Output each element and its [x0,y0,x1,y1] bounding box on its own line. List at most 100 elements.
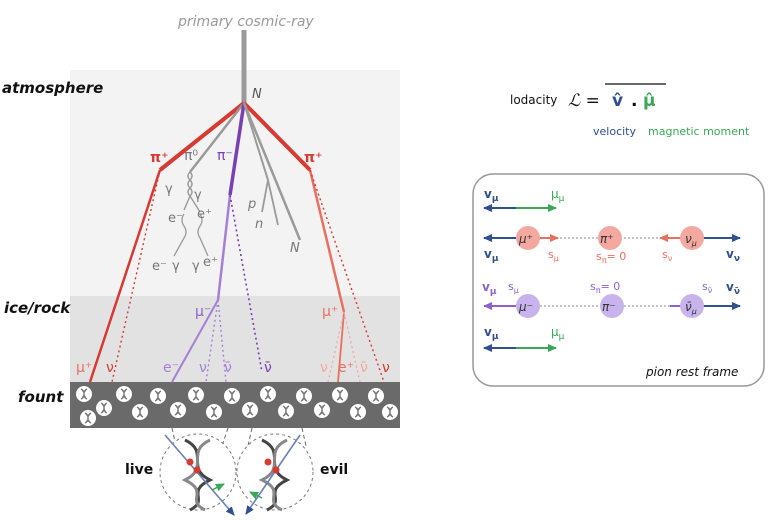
moment-label: μμ [551,187,565,204]
dna-cell-icon [277,402,295,420]
zoom-cell-evil [236,433,314,515]
mu-plus-left-label: μ⁺ [76,360,92,376]
dna-cell-icon [381,403,399,421]
fount-label: fount [18,388,64,406]
nucleus-end-label: N [290,241,300,256]
e-plus-right-label: e⁺ [338,360,354,376]
neutron-label: n [255,217,263,232]
spin-zero-label: sπ= 0 [596,250,626,265]
neutron-track [267,179,279,226]
hit-point [272,466,280,474]
velocity-label: vν [726,247,740,264]
spin-label: sμ [508,280,519,295]
mu-plus-particle [516,226,540,250]
e-minus-label: e⁻ [168,211,183,226]
nu-mid-label: ν [199,360,207,376]
pi-plus-left-track [158,101,246,172]
dna-helix-icon [184,438,214,512]
spin-label: sν [662,248,673,263]
mu-plus-left-track [88,169,162,383]
e-plus-right-track [337,311,345,383]
primary-label: primary cosmic-ray [177,14,314,30]
live-label: live [125,462,153,478]
velocity-label: vμ [482,280,497,297]
nu-right2-label: ν [382,360,390,376]
e-minus-mid-label: e⁻ [163,360,179,376]
moment-caption: magnetic moment [648,125,750,138]
dna-cell-icon [187,386,205,404]
atmosphere-label: atmosphere [2,79,103,97]
hit-point [264,458,272,466]
e-minus-mid-track [171,299,219,383]
velocity-label: vμ [484,247,499,264]
nubar-mu-text: ν̄μ [685,300,697,316]
nu-right1-label: ν [320,360,328,376]
pi-plus-right-label: π⁺ [304,150,322,166]
dna-cell-icon [95,399,113,417]
muon-path-arrow [164,434,235,516]
hit-point [186,458,194,466]
nubar-center-label: ν̄ [264,360,272,376]
dna-cell-icon [131,403,149,421]
dna-cell-icon [241,401,259,419]
spin-zero-label: sπ= 0 [590,280,620,295]
dna-cell-icon [79,409,97,427]
pi-plus-left-label: π⁺ [150,150,168,166]
velocity-label: vμ [484,187,499,204]
gamma-label: γ [192,259,200,274]
pi-plus-particle [598,226,622,250]
velocity-symbol: v̂ [612,91,623,111]
pi-plus-right-track [242,101,312,172]
gamma-label: γ [194,188,202,203]
nucleus-label: N [252,87,262,102]
dna-cell-icon [295,387,313,405]
pi-zero-track [189,102,245,173]
dna-helix-icon [261,438,291,512]
dna-cell-icon [115,385,133,403]
moment-label: μμ [551,325,565,342]
nubar-mid-label: ν̄ [224,360,232,376]
nucleon-track [243,102,269,181]
dna-cell-icon [205,403,223,421]
dot-operator: . [631,91,637,111]
nu-mu-text: νμ [685,232,697,248]
proton-label: p [247,197,256,212]
zoom-guide [247,427,253,447]
gamma-label: γ [172,259,180,274]
dna-cell-icon [313,401,331,419]
lodacity-label: lodacity [510,93,557,107]
pi-minus-particle [600,294,624,318]
nu-left-track [111,169,161,383]
dna-cell-icon [169,401,187,419]
pi-minus-track [228,102,246,196]
dna-cell-icon [75,385,93,403]
moment-arrow [249,491,263,500]
gamma-track [183,171,193,211]
pion-rest-frame-label: pion rest frame [645,365,738,379]
nucleus-track [242,102,302,241]
velocity-label: vν̄ [726,280,740,297]
atmosphere-layer [70,70,400,296]
mu-minus-mid-label: μ⁻ [195,304,211,320]
dna-cell-icon [331,386,349,404]
mu-minus-track [216,194,232,301]
e-minus-label: e⁻ [152,259,167,274]
mu-minus-text: μ⁻ [518,300,533,314]
dna-cell-icon [367,387,385,405]
pi-zero-label: π⁰ [184,148,198,164]
gamma-label: γ [165,182,173,197]
proton-track [261,179,269,213]
spin-label: sμ [548,248,559,263]
zoom-guide [301,427,307,447]
nu-right1-track [327,311,345,383]
dna-cell-icon [259,385,277,403]
zoom-cell-live [159,433,237,516]
nubar-mu-particle [680,294,704,318]
mu-plus-right-track [308,169,346,313]
dna-helix-icon [181,438,211,512]
nubar-right-track [343,311,361,383]
hit-point [193,466,201,474]
mu-plus-text: μ⁺ [518,232,533,246]
gamma-track [187,171,201,213]
